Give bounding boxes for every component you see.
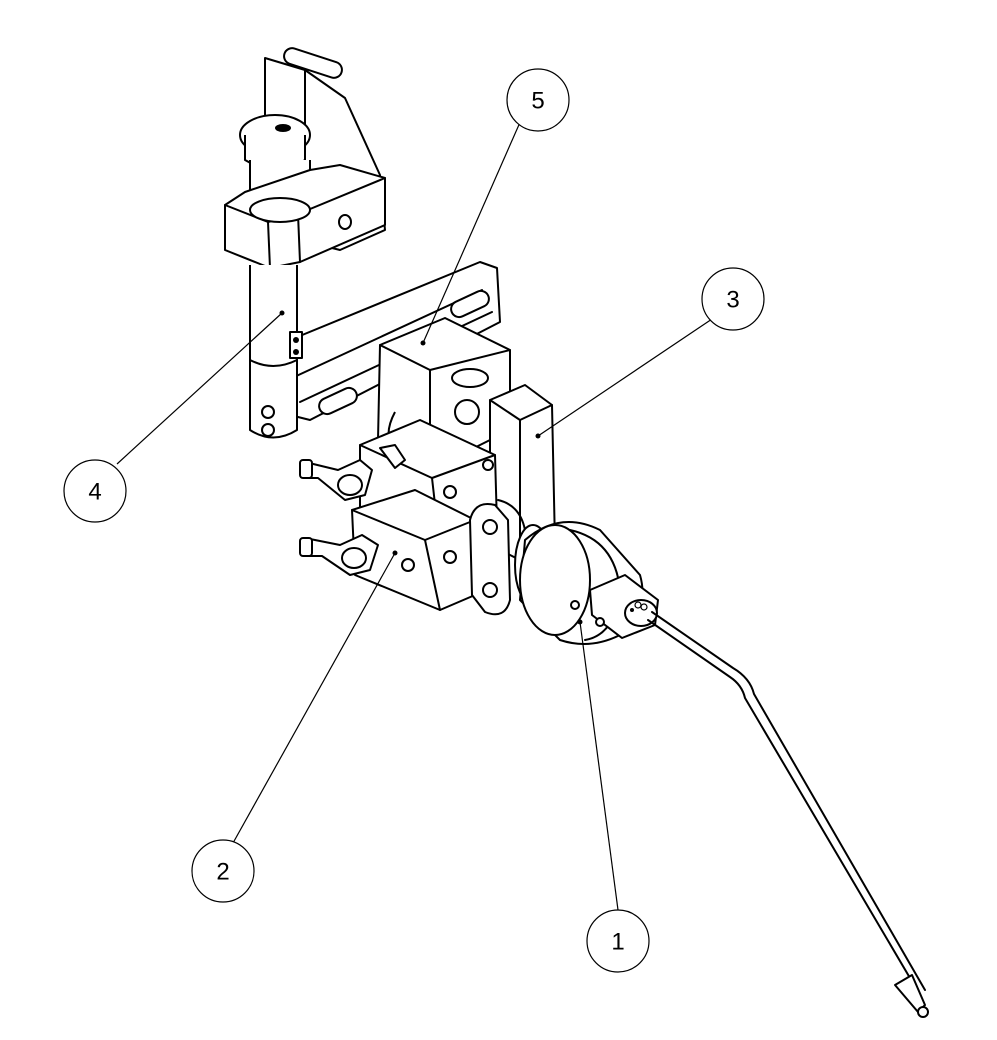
leader-lines	[116, 110, 716, 911]
leader-line-5	[422, 110, 526, 344]
callout-1: 1	[586, 909, 650, 973]
leader-dots	[279, 310, 583, 625]
leader-line-4	[116, 312, 283, 465]
callout-5-label: 5	[531, 88, 544, 115]
leader-line-1	[579, 621, 619, 911]
callout-4: 4	[63, 459, 127, 523]
callout-2-label: 2	[216, 859, 229, 886]
callout-3: 3	[701, 267, 765, 331]
vertical-plate	[489, 384, 556, 561]
callout-4-label: 4	[88, 479, 101, 506]
leader-line-3	[537, 316, 716, 437]
callout-2: 2	[191, 839, 255, 903]
stylus	[647, 611, 929, 1018]
air-fittings	[299, 459, 379, 576]
callout-3-label: 3	[726, 287, 739, 314]
clamp-column	[224, 114, 386, 439]
probe-body	[514, 521, 659, 645]
callout-5: 5	[506, 68, 570, 132]
callout-1-label: 1	[611, 929, 624, 956]
leader-line-2	[232, 552, 396, 844]
